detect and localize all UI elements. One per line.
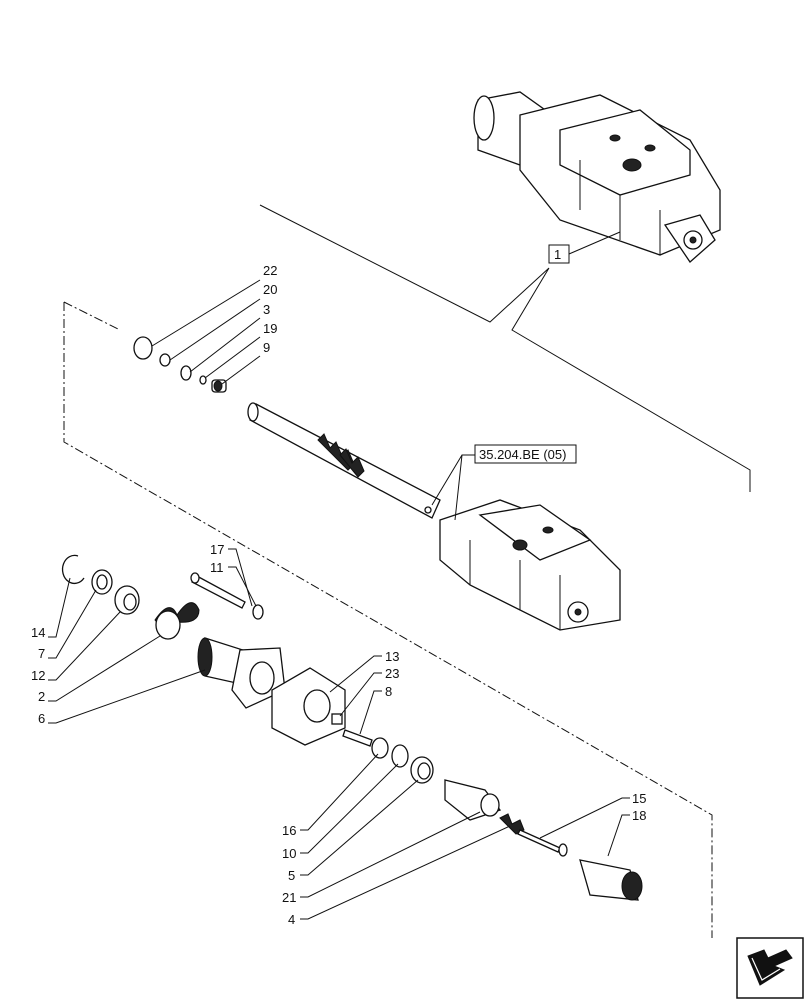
callout-17: 17: [210, 542, 224, 557]
callout-15: 15: [632, 791, 646, 806]
valve-assembly-drawing: [473, 91, 721, 263]
leader-lines: [48, 279, 630, 920]
next-page-arrow-icon[interactable]: [736, 937, 804, 999]
callout-13: 13: [385, 649, 399, 664]
callout-7: 7: [38, 646, 45, 661]
callout-4: 4: [288, 912, 295, 927]
callout-14: 14: [31, 625, 45, 640]
callout-19: 19: [263, 321, 277, 336]
callout-3: 3: [263, 302, 270, 317]
callout-9: 9: [263, 340, 270, 355]
callout-6: 6: [38, 711, 45, 726]
callout-18: 18: [632, 808, 646, 823]
callout-10: 10: [282, 846, 296, 861]
callout-20: 20: [263, 282, 277, 297]
callout-21: 21: [282, 890, 296, 905]
callout-11: 11: [210, 560, 224, 575]
section-reference[interactable]: 35.204.BE (05): [431, 444, 577, 521]
section-reference-label: 35.204.BE (05): [479, 447, 566, 462]
upper-seal-parts: [133, 336, 227, 393]
spool-part: [247, 402, 441, 519]
exploded-view-boundary: [63, 302, 713, 938]
callout-22: 22: [263, 263, 277, 278]
callout-2: 2: [38, 689, 45, 704]
callout-12: 12: [31, 668, 45, 683]
valve-section-drawing: [439, 499, 621, 631]
callout-16: 16: [282, 823, 296, 838]
lower-parts: [61, 554, 643, 901]
assembly-reference-label: 1: [554, 247, 561, 262]
callout-8: 8: [385, 684, 392, 699]
callout-labels: 22 20 3 19 9 17 11 14 7 12 2 6 13 23 8 1…: [31, 263, 646, 927]
exploded-view-boundary-top: [63, 301, 121, 331]
callout-5: 5: [288, 868, 295, 883]
assembly-reference[interactable]: 1: [259, 204, 751, 492]
callout-23: 23: [385, 666, 399, 681]
